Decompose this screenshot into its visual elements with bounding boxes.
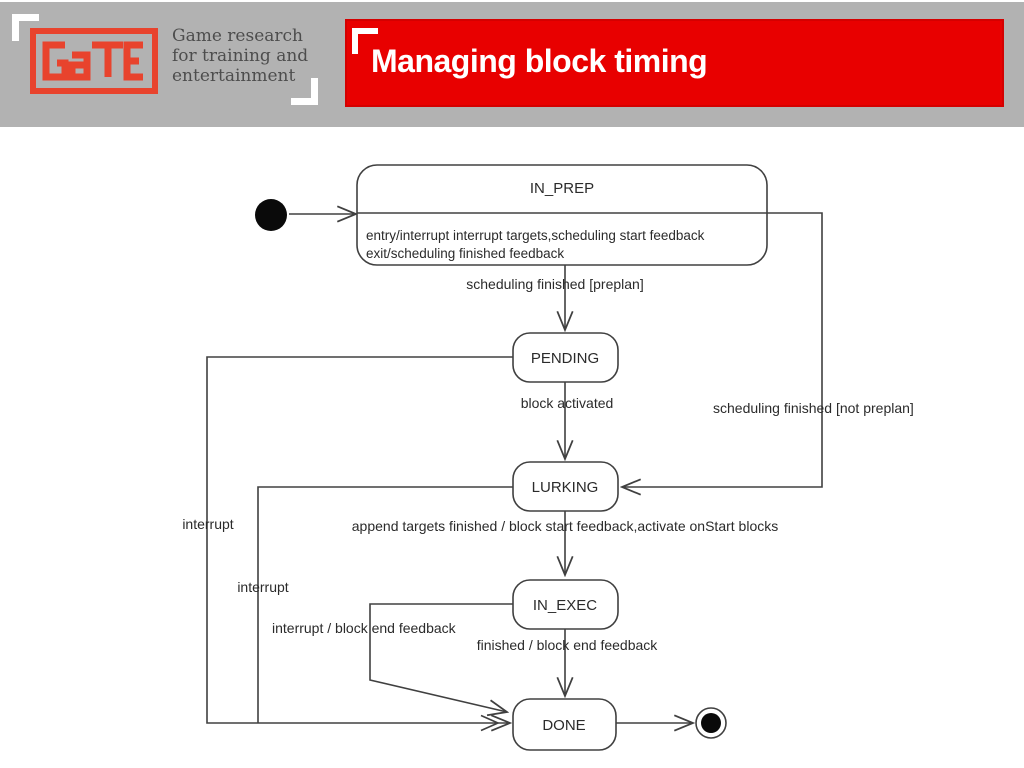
state-in-exec: IN_EXEC [512, 579, 619, 630]
transition-labels: scheduling finished [preplan] scheduling… [182, 276, 913, 653]
corner-bracket-bottom-right-icon [291, 78, 318, 105]
edge-lurking-to-done-interrupt [257, 486, 513, 723]
gate-logo-icon [30, 28, 158, 94]
logo-letter-a [68, 51, 91, 81]
state-lurking: LURKING [512, 461, 619, 512]
edge-in-exec-to-done-interrupt [369, 603, 513, 712]
edge-in-prep-to-lurking [622, 212, 823, 487]
state-internal-activity: entry/interrupt interrupt targets,schedu… [366, 228, 705, 243]
logo-letter-g [42, 41, 69, 81]
logo-letter-t [92, 41, 123, 77]
state-label: DONE [542, 717, 585, 734]
state-in-prep: IN_PREP entry/interrupt interrupt target… [356, 164, 768, 266]
state-label: LURKING [532, 479, 599, 496]
slide-header: Game research for training and entertain… [0, 0, 1024, 127]
logo-tagline: Game research for training and entertain… [172, 26, 308, 86]
logo-letter-e [123, 41, 143, 81]
state-label: IN_EXEC [533, 597, 597, 614]
state-label: IN_PREP [530, 180, 594, 197]
state-label: PENDING [531, 350, 599, 367]
transition-label-prep-to-pending: scheduling finished [preplan] [466, 276, 643, 292]
logo-tagline-line: entertainment [172, 66, 296, 86]
corner-bracket-top-left-icon [12, 14, 39, 41]
edge-pending-to-done-interrupt [206, 356, 513, 723]
transition-label-lurking-to-exec: append targets finished / block start fe… [352, 518, 778, 534]
state-done: DONE [512, 698, 617, 751]
slide-title: Managing block timing [371, 43, 708, 79]
transition-label-pending-to-lurking: block activated [521, 395, 614, 411]
title-banner: Managing block timing [345, 19, 1004, 107]
corner-bracket-banner-icon [352, 28, 378, 54]
state-pending: PENDING [512, 332, 619, 383]
transition-edges [206, 212, 823, 732]
transition-label-exec-to-done: finished / block end feedback [477, 637, 659, 653]
transition-label-lurking-interrupt: interrupt [237, 579, 288, 595]
logo-tagline-line: for training and [172, 46, 309, 66]
logo-tagline-line: Game research [172, 26, 304, 46]
transition-label-pending-interrupt: interrupt [182, 516, 233, 532]
transition-label-prep-to-lurking: scheduling finished [not preplan] [713, 400, 914, 416]
initial-state-node [255, 199, 287, 231]
transition-label-exec-to-done-interrupt: interrupt / block end feedback [272, 620, 457, 636]
state-internal-activity: exit/scheduling finished feedback [366, 246, 564, 261]
arrowhead-merged-interrupt-icon [480, 714, 500, 732]
final-state-node [695, 707, 727, 739]
